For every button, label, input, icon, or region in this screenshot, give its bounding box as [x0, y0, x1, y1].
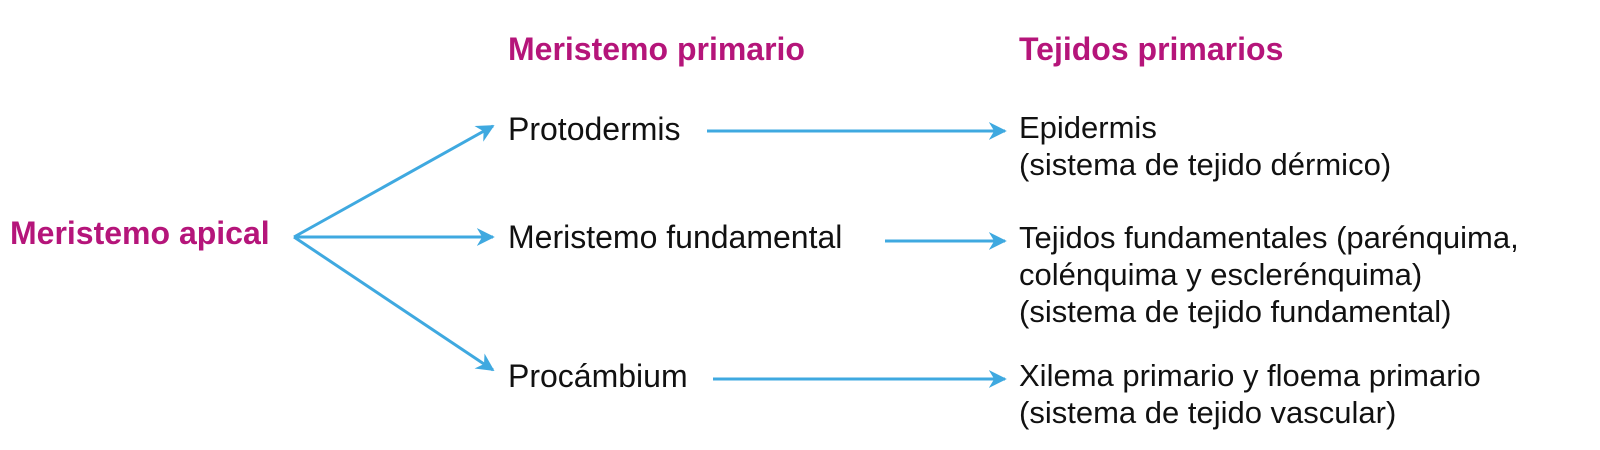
dermal-tissue-line-1: Epidermis: [1019, 110, 1157, 145]
vascular-tissue-line-1: Xilema primario y floema primario: [1019, 358, 1481, 393]
arrow-apical-to-protodermis: [293, 124, 495, 239]
primary-meristem-heading: Meristemo primario: [508, 31, 805, 67]
apical-meristem-label: Meristemo apical: [10, 215, 270, 251]
procambium-label: Procámbium: [508, 358, 688, 394]
ground-tissue-line-1: Tejidos fundamentales (parénquima,: [1019, 220, 1519, 255]
ground-tissue-line-2: colénquima y esclerénquima): [1019, 257, 1423, 292]
dermal-tissue-line-2: (sistema de tejido dérmico): [1019, 147, 1392, 182]
ground-meristem-label: Meristemo fundamental: [508, 219, 843, 255]
arrow-group: [293, 122, 1007, 388]
primary-tissues-heading: Tejidos primarios: [1019, 31, 1284, 67]
arrow-apical-to-procambium: [293, 235, 495, 372]
vascular-tissue-line-2: (sistema de tejido vascular): [1019, 395, 1397, 430]
dermal-tissue-text: Epidermis (sistema de tejido dérmico): [1019, 109, 1391, 183]
ground-tissue-line-3: (sistema de tejido fundamental): [1019, 294, 1452, 329]
ground-tissue-text: Tejidos fundamentales (parénquima, colén…: [1019, 219, 1519, 330]
vascular-tissue-text: Xilema primario y floema primario (siste…: [1019, 357, 1481, 431]
protodermis-label: Protodermis: [508, 111, 681, 147]
